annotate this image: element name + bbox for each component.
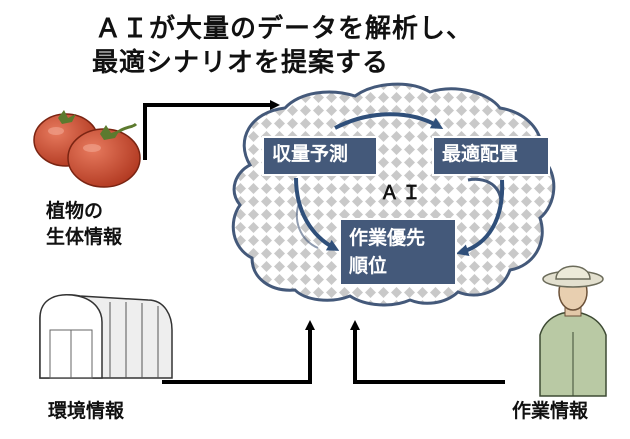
cycle-arrow-yield-to-optimal — [334, 112, 444, 130]
optimal-placement-box: 最適配置 — [432, 136, 550, 176]
plant-data-label-line-1: 植物の — [46, 200, 104, 222]
greenhouse-illustration — [39, 294, 173, 379]
cycle-arrow-priority-to-yield — [294, 177, 340, 251]
work-priority-box: 作業優先 順位 — [339, 218, 457, 286]
yield-prediction-box: 収量予測 — [262, 136, 378, 176]
ai-center-label: ＡＩ — [380, 182, 425, 204]
plant-data-label-line-2: 生体情報 — [46, 226, 123, 248]
plant-data-label: 植物の 生体情報 — [46, 198, 122, 250]
arrow-work-to-ai — [350, 320, 505, 384]
title-line-1: ＡＩが大量のデータを解析し、 — [95, 14, 474, 44]
work-priority-line-2: 順位 — [349, 255, 388, 277]
work-priority-line-1: 作業優先 — [349, 227, 426, 249]
arrow-plant-to-ai — [143, 100, 280, 160]
arrow-environment-to-ai — [162, 320, 315, 384]
title-line-2: 最適シナリオを提案する — [92, 48, 390, 78]
environment-data-label: 環境情報 — [48, 400, 125, 422]
cycle-arrow-optimal-to-priority — [456, 179, 505, 256]
farmer-illustration — [539, 265, 607, 397]
work-data-label: 作業情報 — [512, 400, 589, 422]
tomato-illustration — [33, 110, 141, 188]
